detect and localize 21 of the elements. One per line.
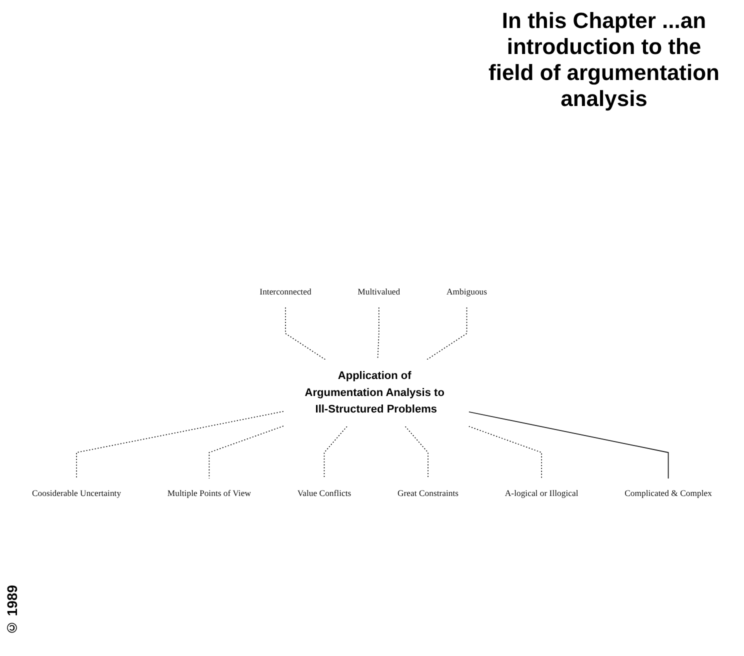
title: In this Chapter ...an introduction to the field of argumentation analysis [488,8,720,112]
node-text: Multivalued [358,287,400,297]
connector [404,426,428,480]
connector [285,306,326,360]
connector [426,306,468,360]
connector [76,410,284,480]
node-text: Ambiguous [446,287,488,297]
connector [377,306,380,360]
node-text: Application of Argumentation Analysis to Ill-Structured Problems [304,370,444,416]
node-text: Value Conflicts [297,489,352,498]
copyright-note: © 1989 [4,584,20,636]
node-text: Complicated & Complex [624,489,712,498]
connector [208,426,284,480]
connector [468,411,669,480]
node-text: Great Constraints [397,489,459,498]
connector [468,426,542,480]
node-text: A-logical or Illogical [504,489,578,498]
node-text: Multiple Points of View [167,489,251,498]
node-text: Interconnected [260,287,312,297]
node-text: Coosiderable Uncertainty [32,489,122,498]
connector [324,426,348,480]
